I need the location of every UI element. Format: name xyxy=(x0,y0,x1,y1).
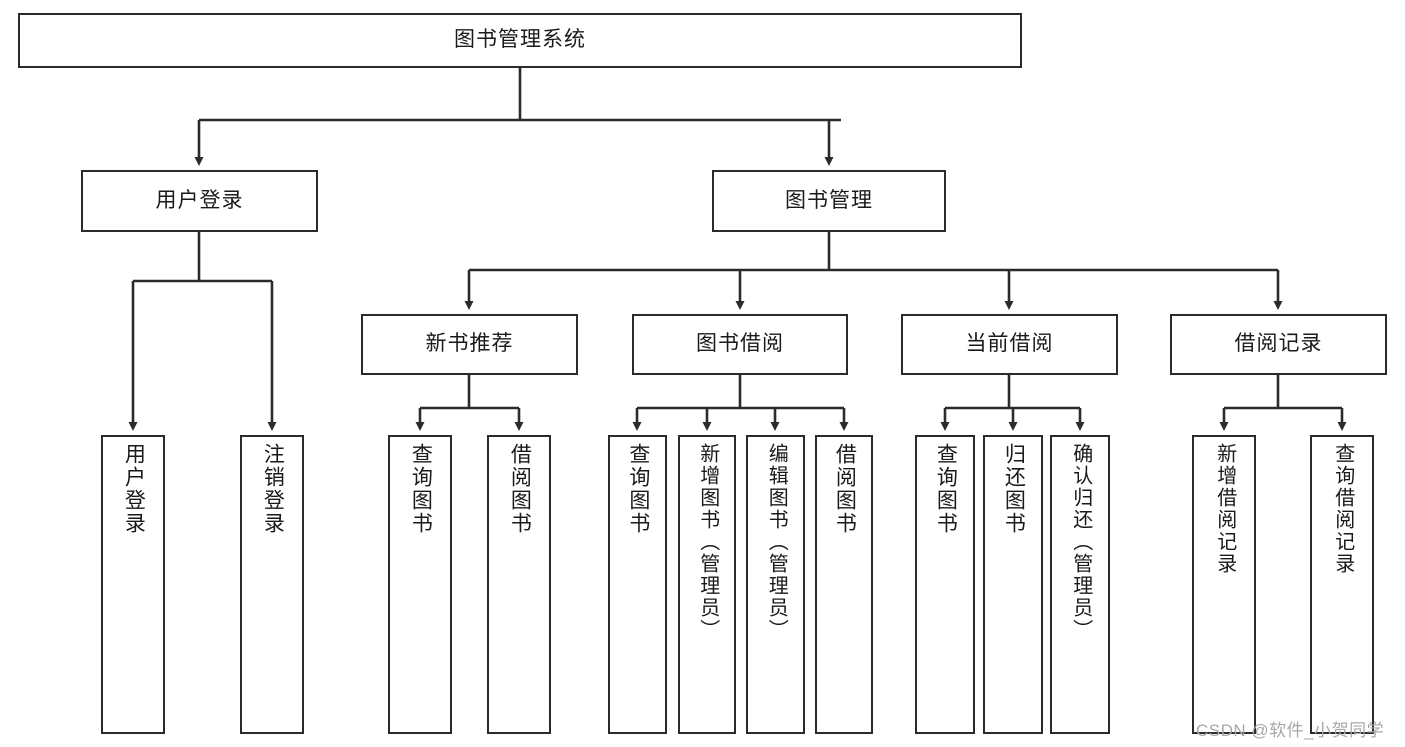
node-borrow-records-label: 借阅记录 xyxy=(1234,332,1323,356)
node-borrow-records[interactable]: 借阅记录 xyxy=(1170,314,1387,375)
node-current-borrow-label: 当前借阅 xyxy=(965,332,1054,356)
leaf-user-login[interactable]: 用户登录 xyxy=(101,435,165,734)
leaf-confirm-return-admin[interactable]: 确认归还（管理员） xyxy=(1050,435,1110,734)
leaf-logout-label: 注销登录 xyxy=(261,443,285,535)
node-root[interactable]: 图书管理系统 xyxy=(18,13,1022,68)
leaf-user-login-label: 用户登录 xyxy=(122,443,146,535)
leaf-query-book-current-label: 查询图书 xyxy=(934,443,958,535)
leaf-query-book-current[interactable]: 查询图书 xyxy=(915,435,975,734)
leaf-return-book-label: 归还图书 xyxy=(1002,443,1026,535)
leaf-borrow-book-label: 借阅图书 xyxy=(833,443,857,535)
leaf-edit-book-admin-label: 编辑图书（管理员） xyxy=(765,443,788,641)
leaf-query-book[interactable]: 查询图书 xyxy=(608,435,667,734)
leaf-query-book-recommend[interactable]: 查询图书 xyxy=(388,435,452,734)
leaf-borrow-book[interactable]: 借阅图书 xyxy=(815,435,873,734)
leaf-edit-book-admin[interactable]: 编辑图书（管理员） xyxy=(746,435,805,734)
node-user-login[interactable]: 用户登录 xyxy=(81,170,318,232)
node-book-management-label: 图书管理 xyxy=(785,188,873,212)
leaf-borrow-book-recommend-label: 借阅图书 xyxy=(508,443,532,535)
node-book-management[interactable]: 图书管理 xyxy=(712,170,946,232)
node-book-borrow-label: 图书借阅 xyxy=(696,332,784,356)
leaf-logout[interactable]: 注销登录 xyxy=(240,435,304,734)
leaf-add-book-admin-label: 新增图书（管理员） xyxy=(696,443,719,641)
leaf-query-book-recommend-label: 查询图书 xyxy=(409,443,433,535)
node-user-login-label: 用户登录 xyxy=(155,188,244,212)
node-new-book-recommend[interactable]: 新书推荐 xyxy=(361,314,578,375)
leaf-query-borrow-record[interactable]: 查询借阅记录 xyxy=(1310,435,1374,734)
leaf-return-book[interactable]: 归还图书 xyxy=(983,435,1043,734)
leaf-confirm-return-admin-label: 确认归还（管理员） xyxy=(1069,443,1092,641)
leaf-add-borrow-record-label: 新增借阅记录 xyxy=(1213,443,1236,575)
node-current-borrow[interactable]: 当前借阅 xyxy=(901,314,1118,375)
leaf-borrow-book-recommend[interactable]: 借阅图书 xyxy=(487,435,551,734)
leaf-query-borrow-record-label: 查询借阅记录 xyxy=(1331,443,1354,575)
node-root-label: 图书管理系统 xyxy=(454,28,586,52)
leaf-add-book-admin[interactable]: 新增图书（管理员） xyxy=(678,435,736,734)
csdn-watermark: CSDN @软件_小贺同学 xyxy=(1196,721,1385,740)
node-book-borrow[interactable]: 图书借阅 xyxy=(632,314,848,375)
node-new-book-recommend-label: 新书推荐 xyxy=(425,332,514,356)
leaf-add-borrow-record[interactable]: 新增借阅记录 xyxy=(1192,435,1256,734)
leaf-query-book-label: 查询图书 xyxy=(626,443,650,535)
